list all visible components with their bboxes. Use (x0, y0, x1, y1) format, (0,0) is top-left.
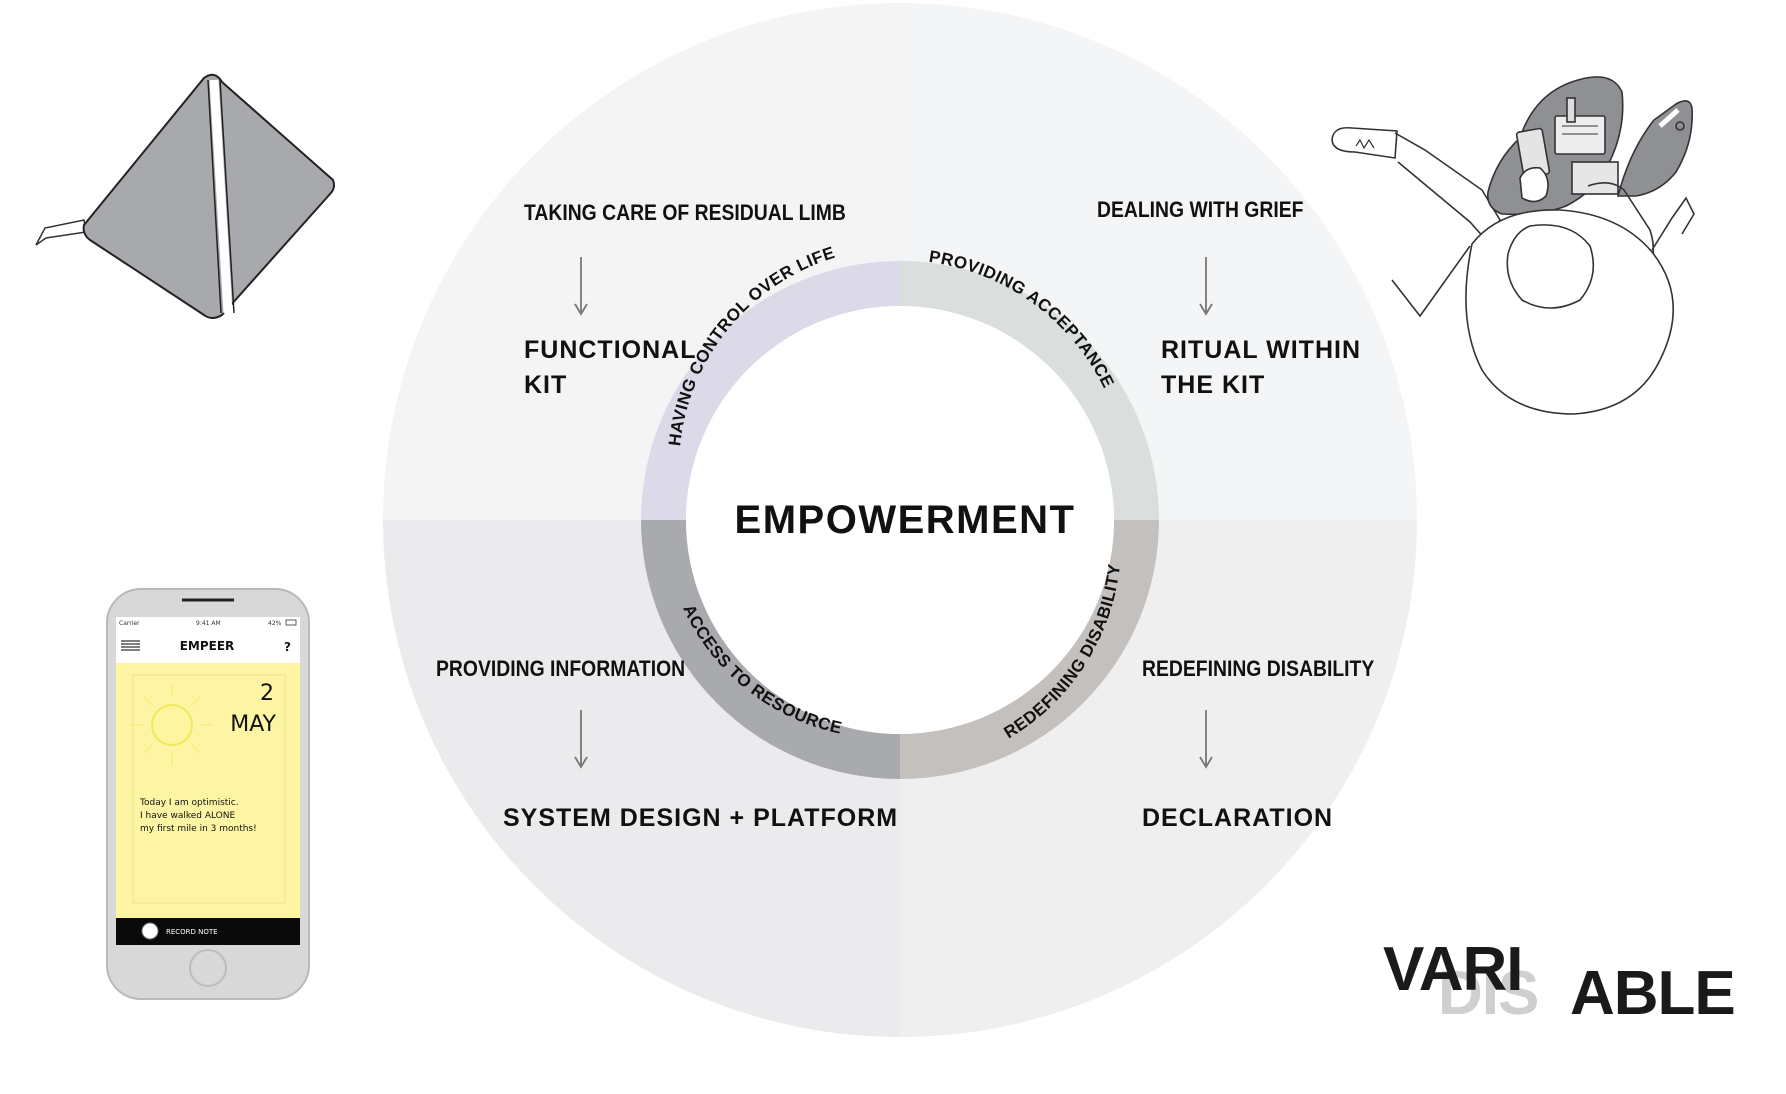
solution-declaration: DECLARATION (1142, 804, 1333, 832)
note-line3: my first mile in 3 months! (140, 824, 257, 834)
status-battery: 42% (268, 620, 282, 627)
solution-system-design: SYSTEM DESIGN + PLATFORM (503, 804, 898, 832)
day-number: 2 (260, 681, 274, 706)
month-label: MAY (230, 712, 276, 737)
quadrant-bottom-left-content: PROVIDING INFORMATION SYSTEM DESIGN + PL… (436, 657, 898, 832)
record-icon[interactable] (141, 922, 159, 940)
menu-icon[interactable] (121, 640, 140, 651)
app-title: EMPEER (180, 639, 235, 653)
ring-segment-control (641, 261, 900, 520)
solution-functional-kit-line1: FUNCTIONAL (524, 336, 696, 364)
need-redefining-disability: REDEFINING DISABILITY (1142, 657, 1374, 681)
arrow-down-icon (574, 710, 588, 769)
quadrant-bottom-right-content: REDEFINING DISABILITY DECLARATION (1142, 657, 1374, 832)
person-kit-illustration (1331, 76, 1695, 415)
need-grief: DEALING WITH GRIEF (1097, 198, 1303, 222)
ring-segment-resources (641, 520, 900, 779)
quadrant-top-right-content: DEALING WITH GRIEF RITUAL WITHIN THE KIT (1097, 198, 1361, 399)
day-card (116, 663, 300, 918)
solution-ritual-line1: RITUAL WITHIN (1161, 336, 1361, 364)
inner-circle (686, 306, 1114, 734)
variable-logo: DIS VARI ABLE (1383, 935, 1736, 1028)
solution-ritual-line2: THE KIT (1161, 371, 1265, 399)
day-card-frame (132, 674, 286, 904)
solution-functional-kit-line2: KIT (524, 371, 567, 399)
need-information: PROVIDING INFORMATION (436, 657, 685, 681)
ring-segment-disability (900, 520, 1159, 779)
pouch-illustration (35, 73, 335, 319)
quadrant-top-left-content: TAKING CARE OF RESIDUAL LIMB FUNCTIONAL … (524, 201, 846, 399)
logo-top: VARI (1383, 935, 1523, 1004)
sun-icon (131, 684, 213, 766)
note-line1: Today I am optimistic. (139, 798, 239, 808)
status-time: 9:41 AM (196, 620, 221, 627)
ring-segment-acceptance (900, 261, 1159, 520)
note-line2: I have walked ALONE (140, 811, 236, 821)
record-note-label[interactable]: RECORD NOTE (166, 928, 218, 936)
phone-mockup: Carrier 9:41 AM 42% EMPEER ? 2 MAY Today… (106, 588, 310, 1000)
help-button[interactable]: ? (284, 640, 291, 654)
logo-bottom: ABLE (1570, 959, 1735, 1028)
home-button[interactable] (189, 949, 227, 987)
arrow-down-icon (574, 257, 588, 316)
center-label: EMPOWERMENT (735, 498, 1076, 542)
status-carrier: Carrier (119, 620, 140, 627)
arrow-down-icon (1199, 710, 1213, 769)
arrow-down-icon (1199, 257, 1213, 316)
need-residual-limb: TAKING CARE OF RESIDUAL LIMB (524, 201, 846, 225)
battery-icon (285, 619, 297, 626)
ring (641, 261, 1159, 779)
logo-overlay: DIS (1438, 959, 1538, 1028)
